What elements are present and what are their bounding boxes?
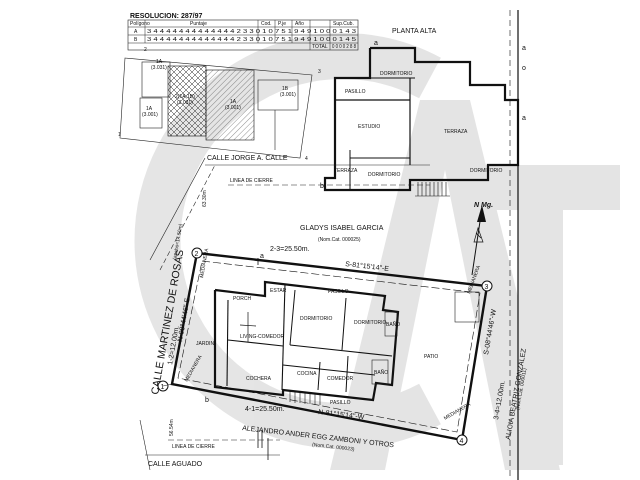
ground-floor: PORCH ESTAR PASILLO DORMITORIO DORMITORI…	[196, 280, 480, 406]
neighbor-north: GLADYS ISABEL GARCIA	[300, 225, 384, 232]
total-label: TOTAL	[312, 44, 328, 50]
gf-cocina: COCINA	[297, 371, 317, 377]
planta-alta-title: PLANTA ALTA	[392, 28, 437, 35]
pa-point-b: b	[320, 183, 324, 190]
pa-room-pasillo: PASILLO	[345, 89, 366, 95]
north-arrow-icon	[471, 205, 486, 276]
row-b-label: B	[134, 37, 138, 43]
resolution-label: RESOLUCION: 287/97	[130, 13, 202, 20]
pa-room-dormitorio-3: DORMITORIO	[470, 168, 503, 174]
gf-cochera: COCHERA	[246, 376, 272, 382]
kp-code: (3.001)	[142, 112, 158, 118]
fence-label: MEDIANERA	[199, 247, 210, 278]
gf-living: LIVING-COMEDOR	[240, 334, 285, 340]
col-puntaje: Puntaje	[190, 21, 207, 27]
watermark-logo	[134, 33, 620, 470]
edge-mark: a	[522, 115, 526, 122]
vertex-4: 4	[456, 434, 468, 446]
col-sup: Sup.Cub.	[333, 21, 354, 27]
neighbor-south-nomcat: (Nom.Cat. 000023)	[312, 442, 355, 453]
key-plan: 1A (3.031) 2(1A,1B) (3.031) 1A (3.001) 1…	[118, 47, 321, 162]
street-aguado: CALLE AGUADO	[148, 461, 203, 468]
gf-estar: ESTAR	[270, 288, 287, 294]
pa-room-terraza-2: TERRAZA	[334, 168, 358, 174]
gf-bano-2: BAÑO	[374, 369, 388, 376]
col-cod: Cod.	[261, 21, 272, 27]
row-a-digits: 3 4 4 4 4 4 4 4 4 4 4 4 4 4 2 3 3 0 1 0 …	[147, 29, 356, 35]
gf-comedor: COMEDOR	[327, 376, 354, 382]
col-pje: P.je	[278, 21, 286, 27]
pa-room-dormitorio-2: DORMITORIO	[368, 172, 401, 178]
svg-text:1: 1	[161, 384, 165, 391]
cadastral-table: Polígono Puntaje Cod. P.je Año Sup.Cub. …	[127, 19, 359, 51]
gf-pasillo-2: PASILLO	[330, 400, 351, 406]
gf-dormitorio: DORMITORIO	[300, 316, 333, 322]
svg-text:4: 4	[460, 438, 464, 445]
north-label: N Mg.	[474, 202, 493, 209]
kp-label-1b: 1B	[282, 86, 289, 92]
kp-point-4: 4	[305, 156, 308, 162]
gf-pasillo: PASILLO	[328, 289, 349, 295]
linea-cierre-top: LINEA DE CIERRE	[230, 178, 273, 184]
point-b: b	[205, 397, 209, 404]
gf-patio: PATIO	[424, 354, 438, 360]
site-markers	[257, 258, 269, 460]
pa-room-estudio: ESTUDIO	[358, 124, 380, 130]
south-length: 4-1=25.50m.	[245, 406, 285, 413]
total-digits: 0 0 0 0 2 8 8	[332, 44, 356, 50]
row-a-label: A	[134, 29, 138, 35]
linea-cierre-bottom: LINEA DE CIERRE	[172, 444, 215, 450]
col-poligono: Polígono	[130, 21, 150, 27]
pa-room-terraza: TERRAZA	[444, 129, 468, 135]
vertex-3: 3	[481, 280, 493, 292]
gf-dormitorio-2: DORMITORIO	[354, 320, 387, 326]
kp-label-1a-b: 1A	[230, 99, 237, 105]
svg-text:3: 3	[485, 284, 489, 291]
fence-label: MEDIANERA	[443, 401, 472, 421]
kp-point-1: 1	[118, 132, 121, 138]
gf-jardin: JARDIN	[196, 341, 214, 347]
planta-alta: PLANTA ALTA DORMITORIO PASILLO ESTUDIO T…	[320, 28, 520, 197]
point-a: a	[260, 253, 264, 260]
svg-text:2: 2	[195, 251, 199, 258]
gf-porch: PORCH	[233, 296, 251, 302]
edge-mark: o	[522, 65, 526, 72]
kp-code: (3.031)	[177, 100, 193, 106]
col-ano: Año	[295, 21, 304, 27]
vertex-2: 2	[191, 247, 203, 259]
dim-left-bottom: 56.54m	[169, 419, 175, 436]
kp-label-1a-c: 1A	[146, 106, 153, 112]
street-jorge: CALLE JORGE A. CALLE	[207, 155, 288, 162]
edge-mark: a	[522, 45, 526, 52]
gf-bano: BAÑO	[386, 321, 400, 328]
kp-point-2: 2	[144, 47, 147, 53]
dim-left: 63.30m	[202, 190, 208, 207]
kp-label-2: 2(1A,1B)	[175, 94, 195, 100]
north-length: 2-3=25.50m.	[270, 246, 310, 253]
kp-label-1a: 1A	[156, 59, 163, 65]
row-b-digits: 3 4 4 4 4 4 4 4 4 4 4 4 4 4 2 3 3 0 1 0 …	[147, 37, 356, 43]
kp-code: (3.001)	[280, 92, 296, 98]
kp-code: (3.001)	[225, 105, 241, 111]
kp-code: (3.031)	[151, 65, 167, 71]
pa-point-a: a	[374, 40, 378, 47]
kp-point-3: 3	[318, 69, 321, 75]
neighbor-north-nomcat: (Nom.Cat. 000025)	[318, 237, 361, 243]
pa-room-dormitorio: DORMITORIO	[380, 71, 413, 77]
